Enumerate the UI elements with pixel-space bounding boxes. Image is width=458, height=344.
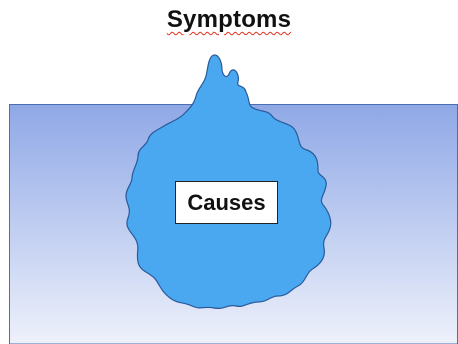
causes-label-box: Causes	[175, 181, 278, 224]
causes-label: Causes	[187, 190, 265, 216]
